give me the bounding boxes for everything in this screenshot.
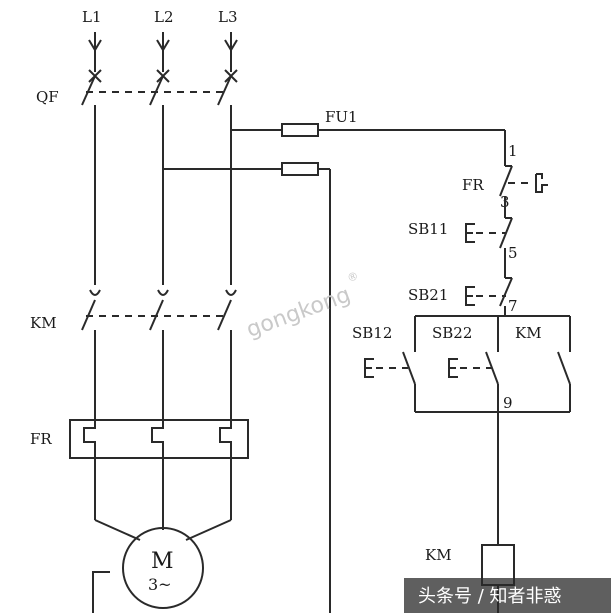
fuse-fu1-b [281,162,319,176]
sb11-label: SB11 [408,220,448,238]
motor-phase-label: 3~ [148,575,172,594]
km-aux-label: KM [515,324,542,342]
incoming-arrows [88,32,238,72]
node-7: 7 [508,297,518,315]
qf-breaker [81,69,238,285]
fr-ctrl-label: FR [462,176,484,194]
node-9: 9 [503,394,513,412]
watermark-mark: ® [345,269,360,285]
km-main-label: KM [30,314,57,332]
sb21-stop-button [465,264,513,316]
fr-main-label: FR [30,430,52,448]
fr-thermal-relay [69,419,249,541]
source-text: 头条号 / 知者非惑 [418,586,562,607]
sb21-label: SB21 [408,286,448,304]
qf-label: QF [36,88,59,106]
node-5: 5 [508,244,518,262]
sb22-label: SB22 [432,324,472,342]
start-branches [364,315,571,545]
motor-m-label: M [151,549,174,574]
sb12-label: SB12 [352,324,392,342]
sb11-stop-button [465,212,513,264]
source-badge: 头条号 / 知者非惑 [404,578,611,613]
km-coil-label: KM [425,546,452,564]
phase-label-l2: L2 [154,8,174,26]
km-main-contacts [81,289,237,420]
motor [92,527,204,613]
fu1-label: FU1 [325,108,358,126]
watermark-text: gongkong [243,282,354,343]
fuse-fu1-a [281,123,319,137]
node-1: 1 [508,142,518,160]
control-feed [163,123,506,613]
watermark: gongkong ® [243,269,360,343]
fr-nc-contact [499,162,548,212]
phase-label-l1: L1 [82,8,102,26]
phase-label-l3: L3 [218,8,238,26]
